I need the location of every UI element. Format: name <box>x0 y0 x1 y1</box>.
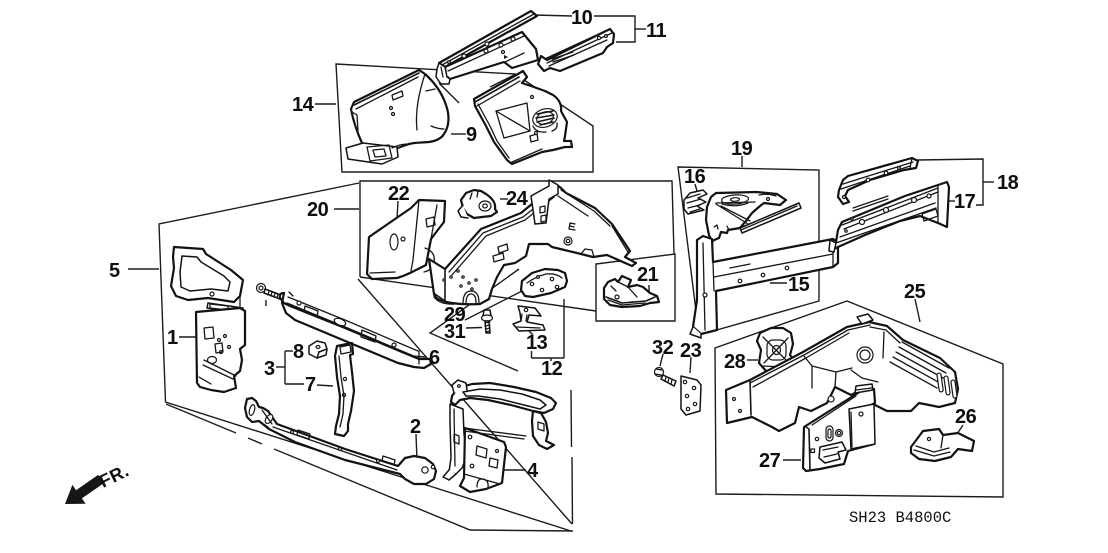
svg-text:11: 11 <box>646 20 667 42</box>
svg-text:14: 14 <box>292 94 315 116</box>
svg-text:22: 22 <box>388 183 410 205</box>
svg-text:1: 1 <box>167 327 178 349</box>
svg-text:18: 18 <box>997 172 1019 194</box>
svg-text:19: 19 <box>731 138 753 160</box>
svg-text:4: 4 <box>527 460 539 482</box>
svg-text:21: 21 <box>637 264 659 286</box>
svg-text:SH23 B4800C: SH23 B4800C <box>849 509 951 527</box>
svg-text:9: 9 <box>466 124 477 146</box>
svg-text:8: 8 <box>293 341 304 363</box>
svg-text:24: 24 <box>506 188 529 210</box>
svg-text:31: 31 <box>444 321 466 343</box>
svg-text:17: 17 <box>954 191 976 213</box>
svg-text:26: 26 <box>955 406 977 428</box>
svg-text:12: 12 <box>541 358 563 380</box>
svg-text:13: 13 <box>526 332 548 354</box>
svg-text:10: 10 <box>571 7 593 29</box>
svg-text:27: 27 <box>759 450 781 472</box>
svg-text:6: 6 <box>429 347 440 369</box>
svg-text:3: 3 <box>264 358 275 380</box>
svg-text:2: 2 <box>410 416 421 438</box>
svg-text:5: 5 <box>109 260 120 282</box>
svg-text:28: 28 <box>724 351 746 373</box>
svg-text:7: 7 <box>305 374 316 396</box>
svg-text:20: 20 <box>307 199 329 221</box>
svg-text:15: 15 <box>788 274 810 296</box>
svg-text:29: 29 <box>444 304 466 326</box>
svg-text:16: 16 <box>684 166 706 188</box>
svg-text:32: 32 <box>652 337 674 359</box>
svg-text:25: 25 <box>904 281 926 303</box>
svg-text:23: 23 <box>680 340 702 362</box>
